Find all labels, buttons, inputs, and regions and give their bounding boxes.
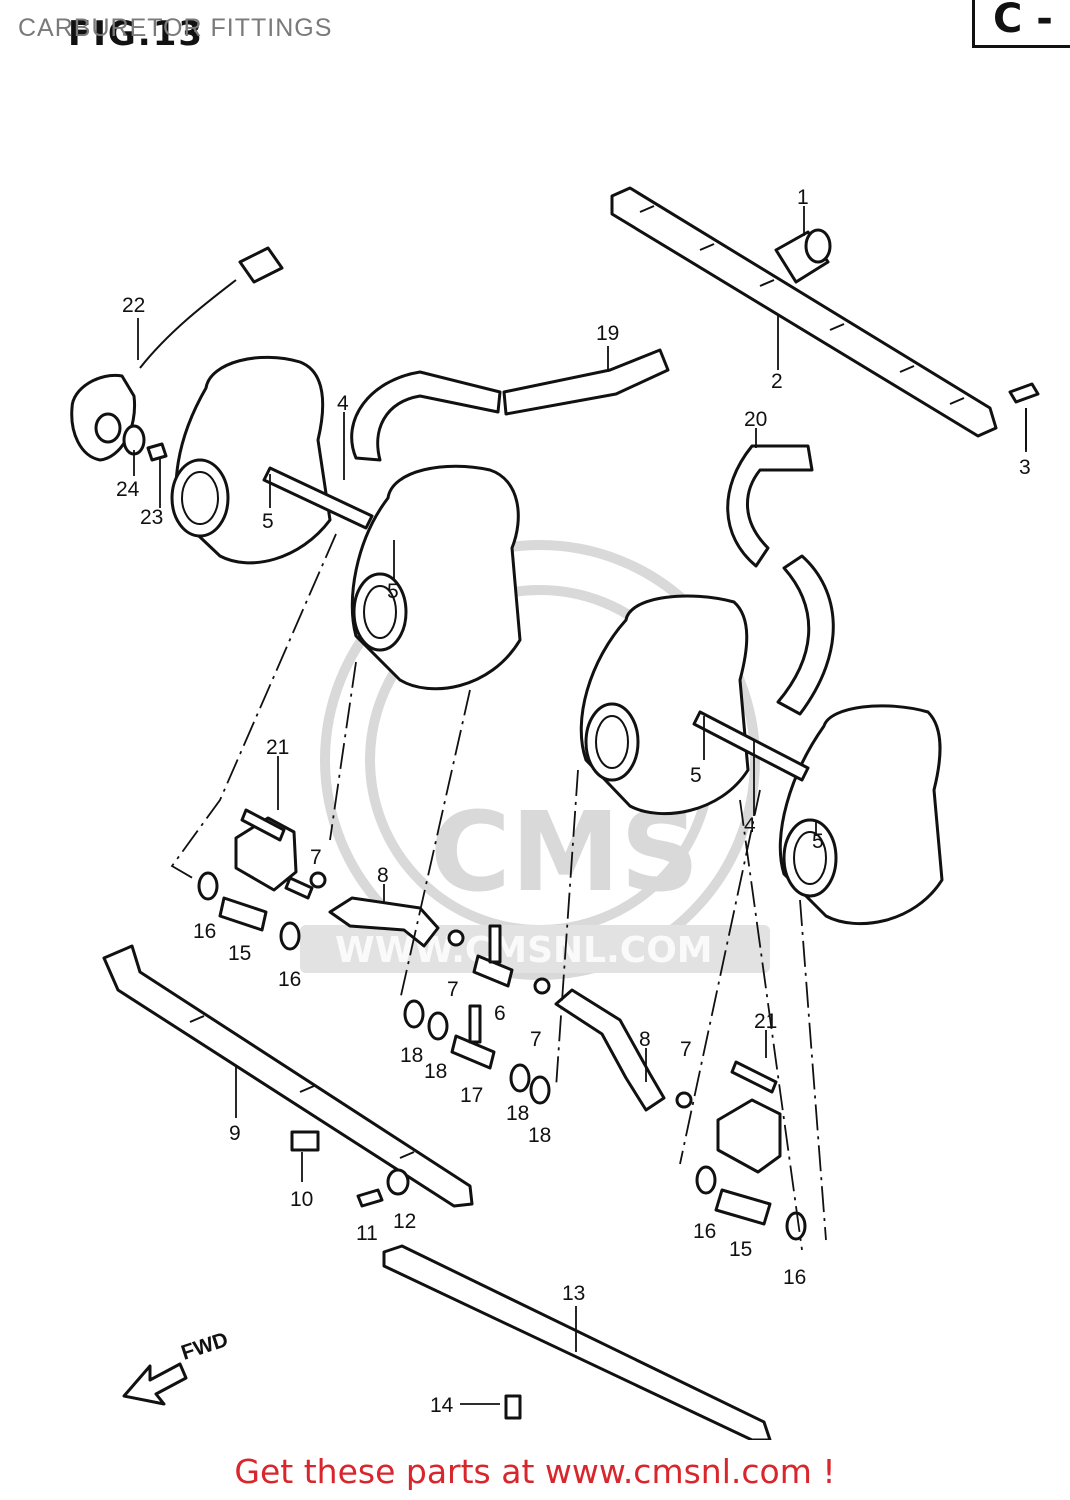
callout-9: 9 bbox=[229, 1122, 241, 1145]
part-hose-8 bbox=[328, 896, 666, 1112]
callout-15b: 15 bbox=[729, 1238, 752, 1261]
callout-7b: 7 bbox=[447, 978, 459, 1001]
leader-lines bbox=[133, 206, 1027, 1405]
watermark-site: WWW.CMSNL.COM bbox=[335, 930, 713, 971]
callout-10: 10 bbox=[290, 1188, 313, 1211]
part-carburetor-1 bbox=[170, 355, 332, 565]
callout-18c: 18 bbox=[506, 1102, 529, 1125]
callout-21: 21 bbox=[266, 736, 289, 759]
callout-7: 7 bbox=[310, 846, 322, 869]
callout-18d: 18 bbox=[528, 1124, 551, 1147]
callout-23: 23 bbox=[140, 506, 163, 529]
part-tjoint-6 bbox=[472, 924, 514, 988]
callout-3: 3 bbox=[1019, 456, 1031, 479]
callout-7c: 7 bbox=[530, 1028, 542, 1051]
callout-16d: 16 bbox=[783, 1266, 806, 1289]
fwd-label: FWD bbox=[178, 1328, 231, 1365]
callout-15: 15 bbox=[228, 942, 251, 965]
part-o-rings bbox=[197, 871, 807, 1241]
part-bracket-9 bbox=[102, 944, 474, 1208]
part-fitting-21-right bbox=[716, 1060, 782, 1174]
callout-5b: 5 bbox=[387, 580, 399, 603]
callout-2: 2 bbox=[771, 370, 783, 393]
callout-19: 19 bbox=[596, 322, 619, 345]
callout-8: 8 bbox=[377, 864, 389, 887]
callout-22: 22 bbox=[122, 294, 145, 317]
assembly-guide-lines bbox=[170, 533, 827, 1251]
callout-16b: 16 bbox=[278, 968, 301, 991]
callout-5c: 5 bbox=[690, 764, 702, 787]
figure-number: FIG.13 bbox=[68, 14, 205, 54]
part-hose-19 bbox=[350, 348, 670, 462]
part-sensor-22 bbox=[70, 246, 284, 462]
part-carburetor-2 bbox=[350, 464, 522, 691]
callout-5: 5 bbox=[262, 510, 274, 533]
part-bolt-3 bbox=[1008, 382, 1040, 450]
part-clips-7 bbox=[309, 871, 693, 1109]
part-shaft-4 bbox=[262, 466, 810, 782]
exploded-parts-diagram: CMS WWW.CMSNL.COM bbox=[70, 186, 1040, 1440]
callout-5d: 5 bbox=[812, 830, 824, 853]
fwd-arrow: FWD bbox=[122, 1328, 231, 1406]
callout-16c: 16 bbox=[693, 1220, 716, 1243]
callout-18b: 18 bbox=[424, 1060, 447, 1083]
callout-16: 16 bbox=[193, 920, 216, 943]
callout-11: 11 bbox=[356, 1222, 378, 1245]
page-code: C - bbox=[993, 0, 1053, 42]
callout-12: 12 bbox=[393, 1210, 416, 1233]
part-carburetor-4 bbox=[778, 704, 944, 926]
callout-4b: 4 bbox=[744, 814, 756, 837]
callout-6: 6 bbox=[494, 1002, 506, 1025]
part-bracket-upper bbox=[610, 186, 998, 438]
callout-14: 14 bbox=[430, 1394, 454, 1417]
watermark-logo: CMS WWW.CMSNL.COM bbox=[300, 540, 770, 980]
part-tjoint-17 bbox=[450, 1004, 496, 1070]
callout-8b: 8 bbox=[639, 1028, 651, 1051]
part-screw-11 bbox=[356, 1188, 384, 1208]
diagram-title: CARBURETOR FITTINGS bbox=[18, 14, 333, 42]
callout-24: 24 bbox=[116, 478, 140, 501]
part-carburetor-3 bbox=[579, 594, 750, 816]
callout-21b: 21 bbox=[754, 1010, 777, 1033]
part-spring-10 bbox=[290, 1130, 320, 1152]
part-fitting-21-left bbox=[234, 808, 314, 900]
callout-13: 13 bbox=[562, 1282, 585, 1305]
page-code-box: C - bbox=[972, 0, 1070, 48]
part-washer-12 bbox=[386, 1168, 410, 1196]
callout-7d: 7 bbox=[680, 1038, 692, 1061]
callout-18: 18 bbox=[400, 1044, 423, 1067]
part-hose-20 bbox=[726, 444, 835, 716]
callout-20: 20 bbox=[744, 408, 767, 431]
part-bolt-14 bbox=[504, 1394, 522, 1420]
part-pipe-15 bbox=[218, 896, 772, 1226]
callout-numbers: 1 2 3 4 4 5 5 5 5 6 7 7 7 7 8 8 9 10 11 … bbox=[116, 186, 1031, 1417]
footer-cta-link[interactable]: Get these parts at www.cmsnl.com ! bbox=[234, 1452, 836, 1491]
callout-17: 17 bbox=[460, 1084, 483, 1107]
part-bracket-13 bbox=[382, 1244, 772, 1440]
callout-1: 1 bbox=[797, 186, 809, 209]
callout-4: 4 bbox=[337, 392, 349, 415]
